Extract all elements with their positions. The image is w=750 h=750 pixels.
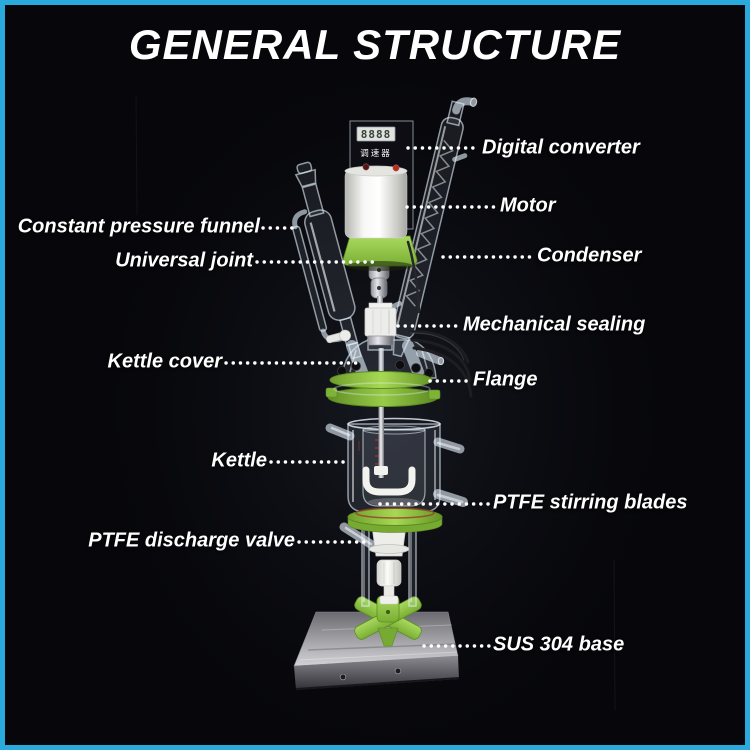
label-constant-pressure-funnel: Constant pressure funnel	[17, 215, 260, 238]
discharge-valve	[339, 522, 417, 607]
label-ptfe-stirring-blades: PTFE stirring blades	[493, 491, 688, 514]
backdrop-glow	[115, 80, 655, 740]
motor-mount	[342, 235, 418, 271]
bottom-flange	[347, 507, 443, 533]
label-motor: Motor	[500, 194, 556, 217]
display-digits: 8888	[361, 128, 392, 141]
label-kettle-cover: Kettle cover	[107, 350, 223, 373]
backdrop-seam	[613, 559, 616, 711]
base-support-clamp	[354, 595, 422, 647]
cables	[406, 240, 473, 398]
leader-lines	[224, 146, 536, 648]
label-condenser: Condenser	[537, 244, 642, 267]
flange	[325, 360, 441, 407]
mechanical-seal	[364, 302, 397, 346]
kettle	[325, 348, 468, 513]
backdrop-seam	[135, 94, 138, 216]
label-kettle: Kettle	[211, 449, 267, 472]
label-sus-304-base: SUS 304 base	[493, 633, 625, 656]
label-universal-joint: Universal joint	[115, 249, 253, 272]
condenser	[386, 97, 478, 358]
display-caption: 调速器	[360, 149, 392, 159]
stirring-blades	[362, 466, 416, 496]
label-ptfe-discharge-valve: PTFE discharge valve	[88, 529, 295, 552]
label-digital-converter: Digital converter	[482, 136, 640, 159]
motor	[344, 163, 408, 239]
label-mechanical-sealing: Mechanical sealing	[463, 313, 646, 336]
page-title: GENERAL STRUCTURE	[128, 21, 622, 68]
label-flange: Flange	[473, 368, 538, 391]
